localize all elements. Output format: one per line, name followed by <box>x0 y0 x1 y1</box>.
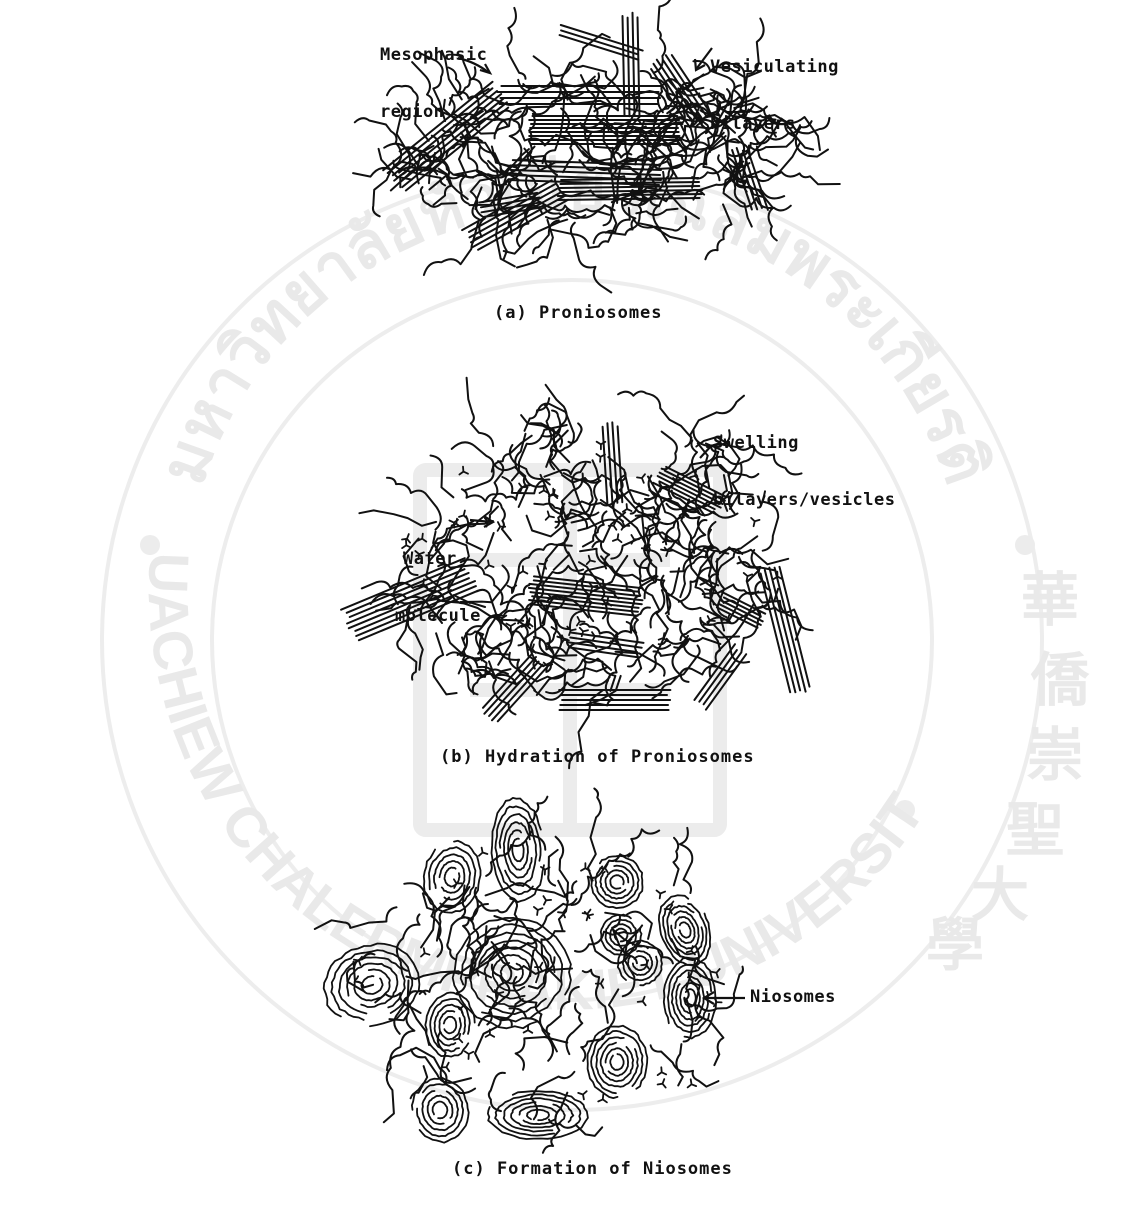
niosome-vesicle <box>596 1037 638 1086</box>
surfactant-strand <box>680 828 692 893</box>
label-water-line1: Water <box>403 550 481 569</box>
niosome-vesicle <box>429 847 475 906</box>
surfactant-strand <box>588 789 601 881</box>
surfactant-strand <box>556 837 568 901</box>
label-vesiculating-line2: bilayers <box>710 115 839 134</box>
label-swelling-line2: bilayers/vesicles <box>713 491 896 510</box>
water-molecule <box>688 1079 697 1087</box>
surfactant-strand <box>315 907 397 929</box>
niosome-vesicle <box>439 1011 461 1039</box>
label-mesophasic-line2: region <box>380 103 487 122</box>
niosome-vesicle <box>591 856 643 908</box>
water-molecule <box>712 969 720 978</box>
surfactant-strand <box>516 1037 568 1070</box>
label-swelling-line1: Swelling <box>713 434 896 453</box>
niosome-vesicle <box>610 1054 623 1070</box>
label-water-line2: molecule <box>395 607 481 626</box>
surfactant-strand <box>583 970 608 1023</box>
surfactant-strand <box>673 838 678 886</box>
surfactant-strand <box>384 1013 415 1122</box>
water-molecule <box>658 1079 666 1088</box>
water-molecule <box>421 948 430 956</box>
surfactant-strand <box>566 1004 582 1054</box>
water-molecule <box>657 890 666 898</box>
surfactant-strand <box>411 1066 428 1098</box>
label-vesiculating-line1: Vesiculating <box>710 58 839 77</box>
water-molecule <box>638 997 646 1006</box>
niosome-vesicle <box>520 1106 557 1124</box>
niosome-vesicle <box>675 917 695 943</box>
caption-c: (c) Formation of Niosomes <box>452 1159 733 1179</box>
panel-c-arrows <box>704 992 745 1004</box>
surfactant-strand <box>614 930 673 963</box>
label-niosomes: Niosomes <box>750 988 836 1007</box>
label-water-molecule: Water molecule <box>403 512 481 664</box>
water-molecule <box>456 1005 465 1013</box>
niosome-vesicle <box>680 922 691 938</box>
niosome-vesicle <box>512 839 523 862</box>
water-molecule <box>543 896 551 905</box>
niosome-vesicle <box>606 870 629 894</box>
niosome-vesicle <box>428 1096 453 1125</box>
caption-b: (b) Hydration of Proniosomes <box>440 747 755 767</box>
surfactant-strand <box>651 1045 719 1086</box>
niosome-vesicle <box>444 1017 456 1034</box>
water-molecule <box>479 848 488 856</box>
surfactant-strand <box>397 914 420 970</box>
surfactant-strand <box>628 829 659 856</box>
water-molecule <box>578 1091 587 1099</box>
caption-a: (a) Proniosomes <box>494 303 663 323</box>
label-mesophasic-region: Mesophasic region <box>380 8 487 160</box>
label-vesiculating-bilayers: Vesiculating bilayers <box>710 20 839 172</box>
niosome-vesicle <box>440 861 465 893</box>
niosome-vesicle <box>500 814 537 886</box>
label-mesophasic-line1: Mesophasic <box>380 46 487 65</box>
water-molecule <box>658 1067 667 1075</box>
niosome-vesicle <box>495 1094 580 1135</box>
label-swelling-bilayers: Swelling bilayers/vesicles <box>713 396 896 548</box>
niosome-vesicle <box>433 1102 448 1119</box>
niosome-vesicle <box>606 1048 629 1076</box>
water-molecule <box>465 1051 474 1059</box>
niosome-vesicle <box>508 830 528 870</box>
surfactant-strand <box>676 1044 682 1085</box>
niosome-vesicle <box>425 993 474 1057</box>
niosome-vesicle <box>430 999 470 1052</box>
water-molecule <box>534 907 543 915</box>
niosome-vesicle <box>610 875 623 889</box>
